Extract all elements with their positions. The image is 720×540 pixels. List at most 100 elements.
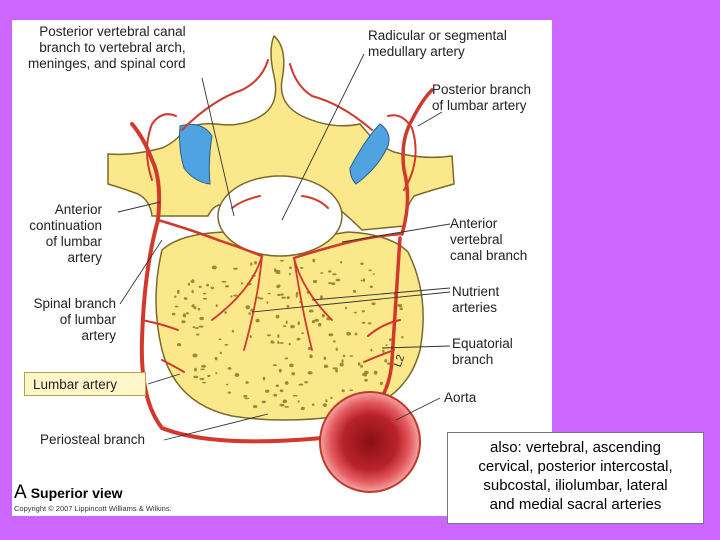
trabecula-dot: [331, 282, 336, 286]
note-box: also: vertebral, ascending cervical, pos…: [447, 432, 704, 524]
trabecula-dot: [193, 306, 197, 310]
trabecula-dot: [181, 320, 186, 324]
trabecula-dot: [230, 295, 233, 298]
trabecula-dot: [187, 282, 191, 286]
trabecula-dot: [267, 292, 271, 295]
trabecula-dot: [215, 372, 218, 375]
trabecula-dot: [193, 375, 199, 379]
trabecula-dot: [240, 282, 244, 285]
trabecula-dot: [279, 403, 285, 407]
trabecula-dot: [307, 371, 313, 375]
trabecula-dot: [182, 313, 187, 318]
trabecula-dot: [280, 293, 284, 296]
trabecula-dot: [401, 335, 404, 339]
trabecula-dot: [201, 364, 207, 368]
trabecula-dot: [325, 399, 328, 403]
trabecula-dot: [300, 266, 304, 269]
trabecula-dot: [300, 406, 305, 411]
trabecula-dot: [191, 289, 194, 294]
figure-panel: Posterior vertebral canal branch to vert…: [12, 20, 552, 516]
trabecula-dot: [224, 311, 227, 314]
trabecula-dot: [353, 311, 357, 314]
trabecula-dot: [273, 393, 278, 397]
trabecula-dot: [194, 327, 199, 329]
vertebral-canal: [217, 175, 343, 257]
trabecula-dot: [270, 340, 274, 343]
trabecula-dot: [335, 368, 338, 373]
trabecula-dot: [227, 367, 232, 370]
trabecula-dot: [186, 312, 189, 315]
trabecula-dot: [318, 322, 322, 327]
trabecula-dot: [308, 309, 314, 313]
trabecula-dot: [234, 373, 240, 377]
trabecula-dot: [341, 389, 345, 393]
trabecula-dot: [282, 399, 287, 404]
trabecula-dot: [286, 304, 290, 308]
trabecula-dot: [198, 325, 204, 328]
trabecula-dot: [177, 343, 182, 347]
trabecula-dot: [225, 383, 229, 386]
trabecula-dot: [352, 289, 357, 293]
view-letter: A: [14, 482, 27, 503]
trabecula-dot: [307, 346, 312, 351]
trabecula-dot: [249, 335, 252, 339]
trabecula-dot: [288, 343, 291, 346]
trabecula-dot: [243, 394, 248, 398]
label-equatorial-branch: Equatorial branch: [452, 336, 513, 367]
trabecula-dot: [275, 271, 281, 275]
trabecula-dot: [372, 273, 375, 275]
copyright-text: Copyright © 2007 Lippincott Williams & W…: [14, 504, 172, 513]
trabecula-dot: [370, 348, 373, 352]
trabecula-dot: [192, 326, 196, 328]
trabecula-dot: [210, 286, 215, 290]
trabecula-dot: [342, 354, 346, 358]
trabecula-dot: [202, 381, 207, 384]
trabecula-dot: [219, 351, 223, 355]
trabecula-dot: [279, 389, 284, 393]
label-aorta: Aorta: [444, 390, 477, 405]
trabecula-dot: [183, 297, 188, 300]
trabecula-dot: [389, 338, 392, 342]
trabecula-dot: [171, 312, 176, 316]
trabecula-dot: [397, 303, 403, 308]
trabecula-dot: [295, 291, 299, 296]
trabecula-dot: [197, 307, 201, 311]
trabecula-dot: [304, 381, 308, 384]
trabecula-dot: [283, 325, 287, 328]
trabecula-dot: [379, 381, 383, 386]
note-line-3: subcostal, iliolumbar, lateral: [483, 477, 668, 494]
trabecula-dot: [364, 373, 367, 377]
trabecula-dot: [290, 324, 295, 329]
trabecula-dot: [335, 347, 338, 351]
note-line-2: cervical, posterior intercostal,: [478, 458, 673, 475]
trabecula-dot: [280, 259, 284, 262]
trabecula-dot: [279, 342, 284, 344]
trabecula-dot: [345, 306, 347, 310]
trabecula-dot: [361, 310, 365, 313]
trabecula-dot: [311, 403, 315, 406]
trabecula-dot: [198, 285, 202, 288]
trabecula-dot: [285, 320, 288, 324]
label-lumbar-artery-box: Lumbar artery: [24, 372, 146, 396]
trabecula-dot: [297, 400, 300, 403]
trabecula-dot: [211, 265, 217, 270]
trabecula-dot: [328, 270, 332, 273]
trabecula-dot: [200, 368, 205, 371]
trabecula-dot: [312, 279, 318, 284]
trabecula-dot: [275, 384, 279, 388]
trabecula-dot: [296, 337, 301, 341]
trabecula-dot: [368, 269, 372, 272]
trabecula-dot: [284, 357, 289, 360]
trabecula-dot: [349, 355, 354, 357]
trabecula-dot: [272, 364, 278, 366]
trabecula-dot: [288, 272, 291, 276]
trabecula-dot: [245, 305, 251, 310]
trabecula-dot: [339, 261, 343, 264]
trabecula-dot: [218, 338, 222, 341]
trabecula-dot: [199, 377, 205, 381]
label-spinal-branch: Spinal branch of lumbar artery: [33, 296, 116, 343]
trabecula-dot: [174, 305, 179, 308]
trabecula-dot: [284, 406, 290, 408]
trabecula-dot: [266, 334, 271, 337]
